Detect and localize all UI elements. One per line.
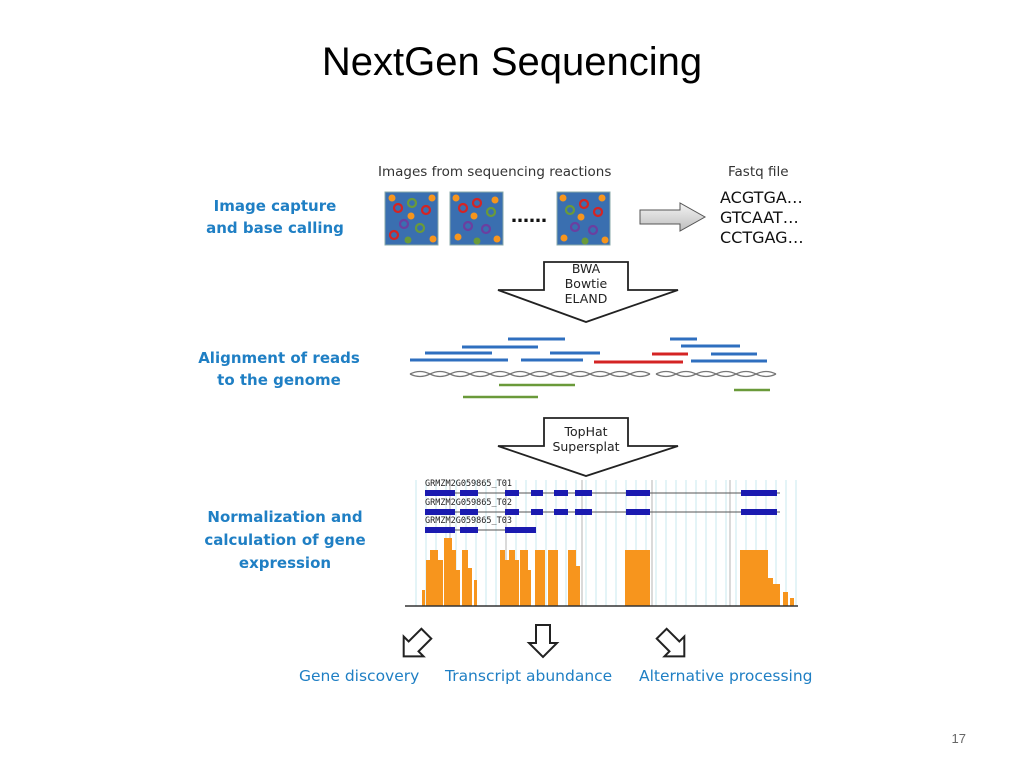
outcome-gene-discovery: Gene discovery bbox=[299, 667, 420, 685]
transcript-id: GRMZM2G059865_T01 bbox=[425, 479, 512, 489]
transcript-id: GRMZM2G059865_T02 bbox=[425, 498, 512, 508]
fastq-heading: Fastq file bbox=[728, 164, 789, 180]
aligner-name: BWA bbox=[571, 261, 601, 276]
outcome-alternative-processing: Alternative processing bbox=[639, 667, 813, 685]
step-label-line: and base calling bbox=[206, 219, 344, 237]
outcome-transcript-abundance: Transcript abundance bbox=[445, 667, 613, 685]
step-label-line: Normalization and bbox=[207, 508, 363, 526]
spliced-aligner-name: TopHat bbox=[564, 424, 608, 439]
sequencing-image-tile-3 bbox=[556, 191, 611, 246]
ngs-pipeline-diagram: Image capture and base calling Alignment… bbox=[150, 140, 910, 720]
spliced-alignment-down-arrow bbox=[497, 417, 679, 477]
pipeline-graphics bbox=[384, 191, 798, 659]
step-label-line: expression bbox=[238, 554, 332, 572]
transcript-model-t02 bbox=[425, 509, 780, 515]
step-label-line: to the genome bbox=[217, 371, 341, 389]
step-label-alignment: Alignment of reads to the genome bbox=[190, 347, 368, 391]
fastq-read: ACGTGA… bbox=[720, 188, 803, 207]
step-label-normalization: Normalization and calculation of gene ex… bbox=[190, 506, 380, 575]
step-label-line: calculation of gene bbox=[204, 531, 366, 549]
aligned-reads bbox=[410, 337, 770, 399]
to-fastq-arrow bbox=[639, 202, 707, 232]
aligner-name: Bowtie bbox=[564, 276, 608, 291]
alternative-processing-arrow bbox=[655, 627, 686, 658]
fastq-read: GTCAAT… bbox=[720, 208, 799, 227]
alignment-down-arrow bbox=[497, 261, 679, 323]
fastq-read: CCTGAG… bbox=[720, 228, 804, 247]
genome-browser-panel bbox=[405, 480, 798, 607]
transcript-model-t03 bbox=[425, 527, 536, 533]
tile-ellipsis: …… bbox=[511, 206, 547, 227]
transcript-abundance-arrow bbox=[526, 624, 560, 659]
transcript-id: GRMZM2G059865_T03 bbox=[425, 516, 512, 526]
page-number: 17 bbox=[951, 731, 966, 746]
aligner-list: BWA Bowtie ELAND bbox=[544, 261, 628, 306]
slide-title: NextGen Sequencing bbox=[321, 40, 703, 84]
sequencing-image-tile-2 bbox=[449, 191, 504, 246]
step-label-line: Alignment of reads bbox=[198, 349, 360, 367]
images-heading: Images from sequencing reactions bbox=[378, 164, 612, 180]
gene-discovery-arrow bbox=[402, 627, 433, 658]
transcript-model-t01 bbox=[425, 490, 780, 496]
aligner-name: ELAND bbox=[564, 291, 608, 306]
spliced-aligner-name: Supersplat bbox=[552, 439, 620, 454]
spliced-aligner-list: TopHat Supersplat bbox=[544, 424, 628, 454]
sequencing-image-tile-1 bbox=[384, 191, 439, 246]
step-label-line: Image capture bbox=[213, 197, 337, 215]
fastq-reads: ACGTGA… GTCAAT… CCTGAG… bbox=[720, 188, 804, 248]
genome-helix bbox=[409, 370, 777, 378]
read-coverage-histogram bbox=[422, 538, 794, 606]
step-label-image-capture: Image capture and base calling bbox=[190, 195, 360, 239]
